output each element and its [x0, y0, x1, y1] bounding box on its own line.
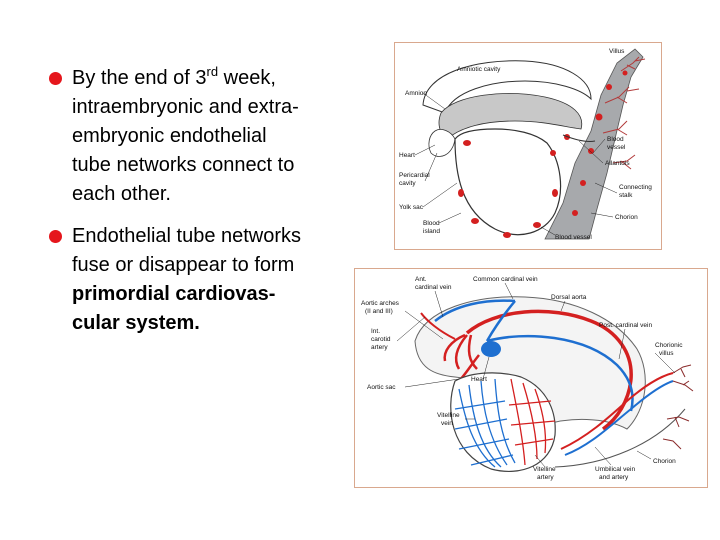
- label-pericardial-1: Pericardial: [399, 172, 430, 179]
- villus-branches: [602, 56, 646, 170]
- label-leader-lines: [414, 92, 618, 236]
- chorion-shape: [544, 48, 644, 240]
- label-connecting-stalk-2: stalk: [619, 192, 633, 199]
- label-vitelline-artery-2: artery: [537, 474, 554, 481]
- label-blood-vessel-1: Blood: [607, 136, 624, 143]
- label-vitelline-vein-2: vein: [441, 420, 453, 427]
- label-ant-cardinal-1: Ant.: [415, 276, 427, 283]
- label-chorionic-villus-1: Chorionic: [655, 342, 683, 349]
- embryo-blood-island-figure: Villus Amniotic cavity Amnion Heart Peri…: [394, 42, 662, 250]
- label-umbilical-1: Umbilical vein: [595, 466, 635, 473]
- label-amnion: Amnion: [405, 90, 427, 97]
- superscript: rd: [206, 64, 219, 79]
- label-vitelline-artery-1: Vitelline: [533, 466, 556, 473]
- bullet-1-line-5: each other.: [72, 183, 171, 205]
- heart-shape: [481, 341, 501, 357]
- label-chorion: Chorion: [615, 214, 638, 221]
- label-blood-island-1: Blood: [423, 220, 440, 227]
- label-allantois: Allantois: [605, 160, 630, 167]
- label-leader-lines: [396, 282, 676, 468]
- label-connecting-stalk-1: Connecting: [619, 184, 652, 191]
- aortic-arches: [443, 333, 478, 370]
- label-blood-vessel-2: vessel: [607, 144, 626, 151]
- vitelline-artery-network: [508, 378, 556, 466]
- label-umbilical-2: and artery: [599, 474, 629, 481]
- label-chorion: Chorion: [653, 458, 676, 465]
- label-aortic-arches-2: (II and III): [365, 308, 393, 315]
- label-dorsal-aorta: Dorsal aorta: [551, 294, 587, 301]
- bullet-2-line-1: Endothelial tube networks: [72, 225, 302, 247]
- label-int-carotid-1: Int.: [371, 328, 380, 335]
- label-chorionic-villus-2: villus: [659, 350, 674, 357]
- label-post-cardinal-vein: Post. cardinal vein: [599, 322, 652, 329]
- bullet-1-line-1: By the end of 3rd week,: [72, 64, 276, 89]
- bullet-dot: [49, 72, 62, 85]
- label-pericardial-2: cavity: [399, 180, 416, 187]
- label-vitelline-vein-1: Vitelline: [437, 412, 460, 419]
- label-int-carotid-2: carotid: [371, 336, 391, 343]
- chorionic-villi: [662, 364, 694, 450]
- bullet-1-line-4: tube networks connect to: [72, 154, 295, 176]
- bullet-list: By the end of 3rd week, intraembryonic a…: [48, 64, 360, 338]
- bullet-1-line-2: intraembryonic and extra-: [72, 96, 299, 118]
- pericardial-cavity: [428, 129, 456, 157]
- vitelline-vein-network: [454, 378, 516, 468]
- bullet-item-2: Endothelial tube networks fuse or disapp…: [48, 222, 360, 338]
- bullet-2-line-2: fuse or disappear to form: [72, 254, 295, 276]
- common-cardinal-vein: [485, 300, 516, 342]
- label-common-cardinal-vein: Common cardinal vein: [473, 276, 538, 283]
- label-villus: Villus: [609, 48, 625, 55]
- allantois: [562, 134, 596, 142]
- embryo-diagram: Villus Amniotic cavity Amnion Heart Peri…: [399, 48, 652, 241]
- bullet-item-1: By the end of 3rd week, intraembryonic a…: [48, 64, 360, 209]
- label-aortic-arches-1: Aortic arches: [361, 300, 400, 307]
- cardiovascular-diagram: Ant. cardinal vein Common cardinal vein …: [361, 276, 694, 481]
- yolk-sac: [450, 372, 556, 473]
- anterior-cardinal-vein: [434, 299, 516, 322]
- label-aortic-sac: Aortic sac: [367, 384, 396, 391]
- internal-carotid-artery: [420, 312, 456, 340]
- label-blood-vessel-bottom: Blood vessel: [555, 234, 592, 241]
- label-blood-island-2: island: [423, 228, 440, 235]
- bullet-1-line-3: embryonic endothelial: [72, 125, 267, 147]
- label-amniotic-cavity: Amniotic cavity: [457, 66, 501, 73]
- bullet-2-line-4: cular system.: [72, 312, 200, 334]
- label-heart: Heart: [399, 152, 415, 159]
- primordial-cardiovascular-figure: Ant. cardinal vein Common cardinal vein …: [354, 268, 708, 488]
- posterior-cardinal-vein: [486, 334, 634, 412]
- bullet-dot: [49, 230, 62, 243]
- chorion-curve: [554, 408, 686, 468]
- label-yolk-sac: Yolk sac: [399, 204, 424, 211]
- amnion-shape: [422, 60, 592, 114]
- label-heart: Heart: [471, 376, 487, 383]
- umbilical-vein: [564, 380, 674, 456]
- umbilical-artery: [560, 372, 674, 450]
- bullet-2-line-3: primordial cardiovas-: [72, 283, 276, 305]
- yolk-sac: [454, 128, 562, 236]
- villus-vessel-dots: [572, 70, 628, 216]
- label-ant-cardinal-2: cardinal vein: [415, 284, 452, 291]
- label-int-carotid-3: artery: [371, 344, 388, 351]
